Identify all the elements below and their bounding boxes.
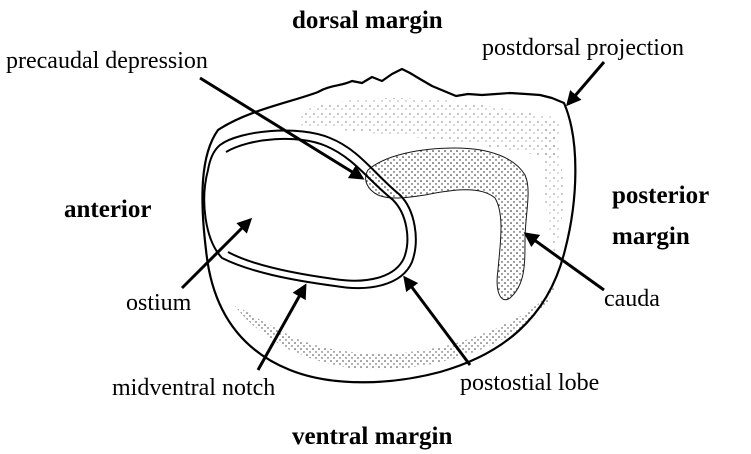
label-midventral-notch: midventral notch	[112, 375, 275, 401]
label-ostium: ostium	[126, 290, 192, 316]
label-posterior-line1: posterior	[612, 182, 709, 209]
label-anterior: anterior	[64, 196, 151, 223]
label-posterior-line2: margin	[612, 223, 690, 250]
label-dorsal-margin: dorsal margin	[292, 7, 443, 34]
label-cauda: cauda	[604, 286, 660, 312]
label-postostial-lobe: postostial lobe	[460, 370, 599, 396]
label-postdorsal-projection: postdorsal projection	[482, 35, 684, 61]
arrow-postdorsal-projection	[568, 62, 604, 104]
label-ventral-margin: ventral margin	[292, 423, 452, 450]
label-precaudal-depression: precaudal depression	[6, 48, 208, 74]
